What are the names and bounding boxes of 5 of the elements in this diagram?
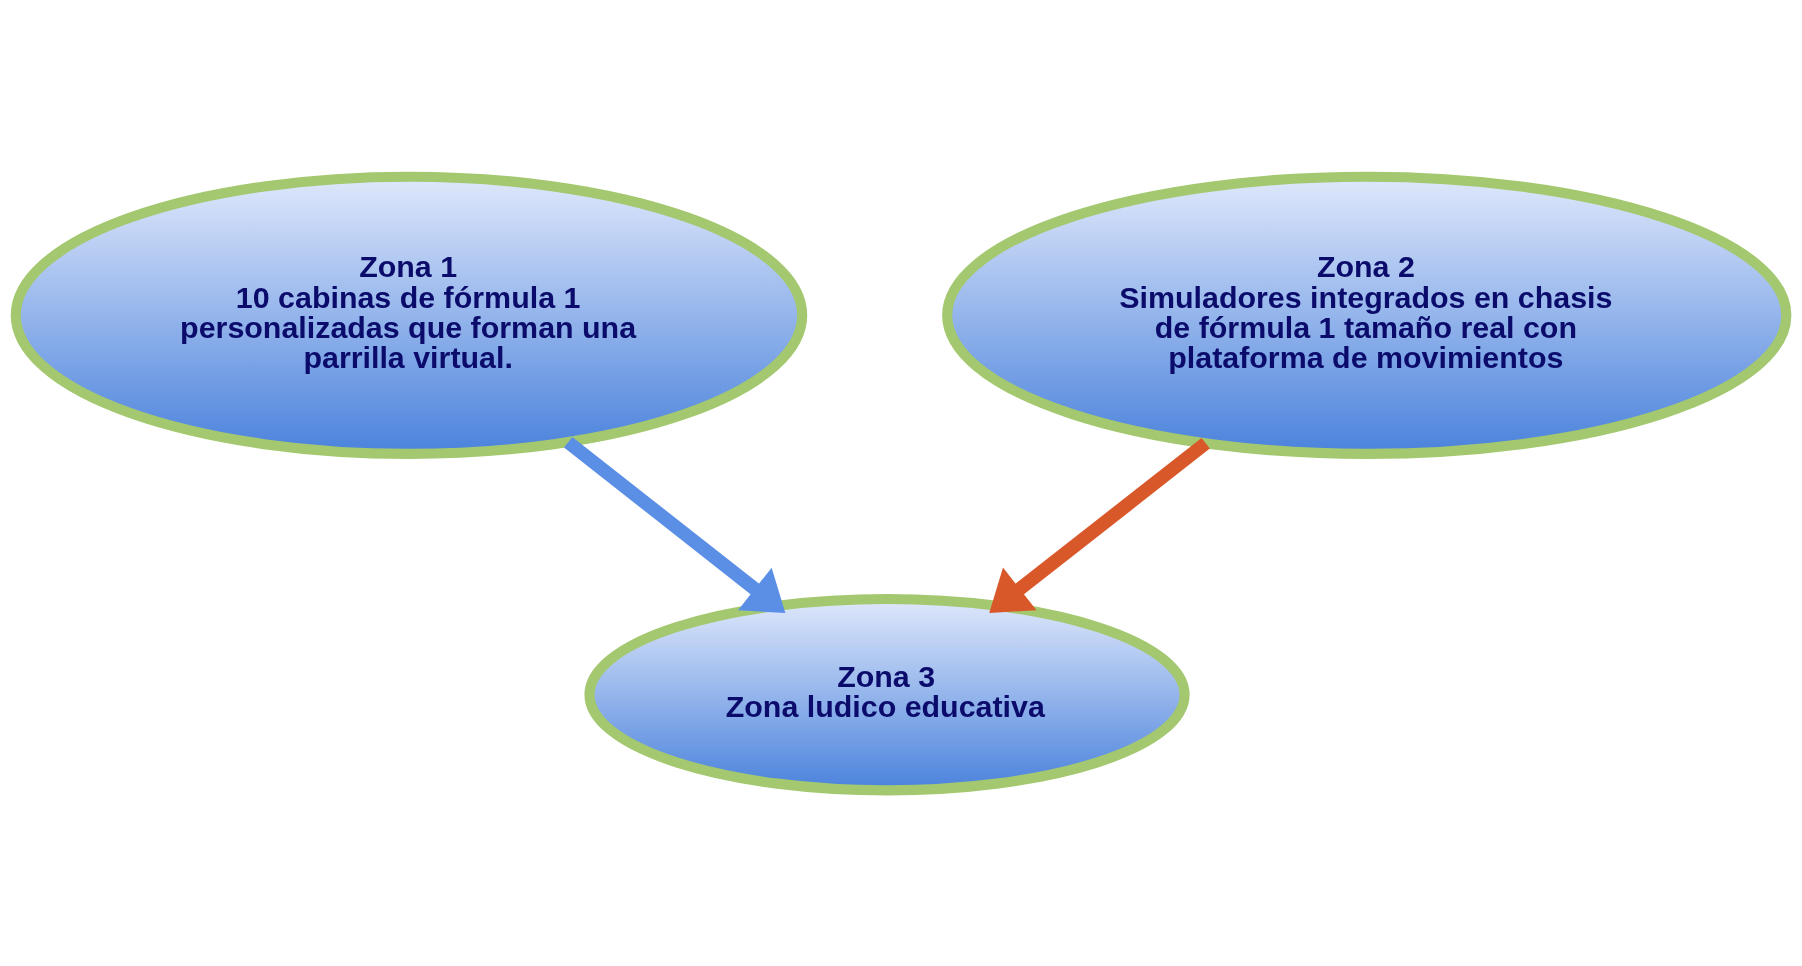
arrow: [989, 437, 1210, 613]
arrow: [564, 436, 786, 613]
node-ellipse: Zona 3 Zona ludico educativa: [584, 593, 1190, 795]
node-ellipse: Zona 2 Simuladores integrados en chasis de fórmula 1 tamaño real con plataforma de movimientos: [942, 171, 1792, 459]
node-ellipse: Zona 1 10 cabinas de fórmula 1 personalizadas que forman una parrilla virtual.: [10, 171, 808, 459]
